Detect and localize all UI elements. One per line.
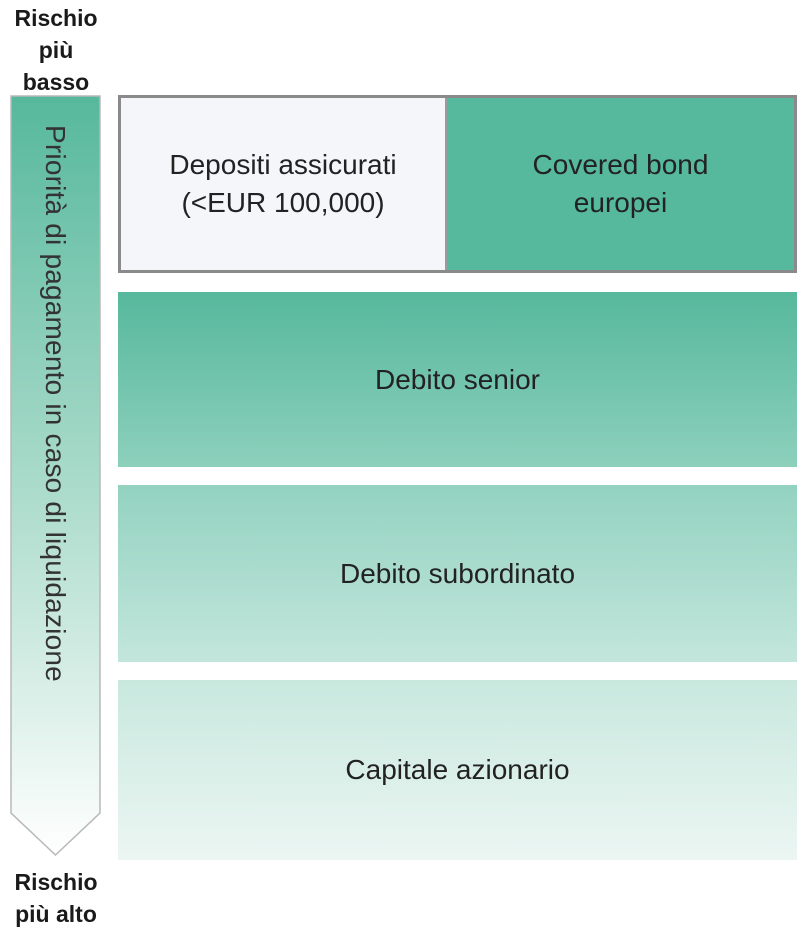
top-tier-box: Depositi assicurati (<EUR 100,000) Cover… (118, 95, 797, 273)
arrow-shape (10, 95, 101, 857)
risk-lower-label: Rischio più basso (14, 5, 98, 95)
insured-deposits-block: Depositi assicurati (<EUR 100,000) (121, 98, 447, 270)
payment-priority-arrow: Priorità di pagamento in caso di liquida… (10, 95, 101, 857)
senior-debt-block: Debito senior (118, 292, 797, 467)
risk-higher-label: Rischio più alto (14, 869, 98, 927)
equity-capital-block: Capitale azionario (118, 680, 797, 860)
subordinated-debt-block: Debito subordinato (118, 485, 797, 662)
covered-bonds-block: Covered bond europei (447, 98, 794, 270)
arrow-label: Priorità di pagamento in caso di liquida… (40, 125, 71, 682)
